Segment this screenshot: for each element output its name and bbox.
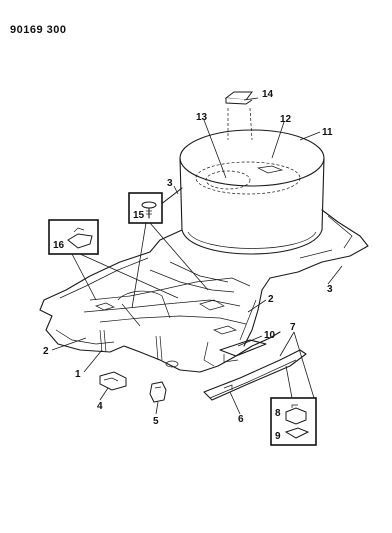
callout-1: 1 [75,369,81,380]
callout-6: 6 [238,414,244,425]
spare-tire-cover [179,107,325,255]
callout-2-left: 2 [43,346,49,357]
bracket-part-4 [99,371,127,391]
side-sill [203,349,307,401]
callout-13: 13 [196,112,208,123]
inset-box-16 [48,219,99,255]
callout-9: 9 [275,431,281,442]
callout-5: 5 [153,416,159,427]
callout-7: 7 [290,322,296,333]
callout-10: 10 [264,330,276,341]
inset-box-15 [128,192,163,224]
callout-4: 4 [97,401,103,412]
callout-labels: 14 12 13 11 3 3 2 2 1 4 5 6 7 10 15 16 8… [43,89,333,442]
bracket-part-5 [149,381,167,403]
clip-part-14 [224,91,253,105]
callout-12: 12 [280,114,292,125]
inset-box-8-9 [270,397,317,446]
callout-14: 14 [262,89,274,100]
callout-16: 16 [53,240,65,251]
callout-2-right: 2 [268,294,274,305]
leader-lines [51,97,343,415]
callout-15: 15 [133,210,145,221]
cross-member [219,339,267,363]
floor-pan [39,187,369,373]
callout-8: 8 [275,408,281,419]
callout-11: 11 [322,127,333,138]
callout-3-right: 3 [327,284,333,295]
drawing-code: 90169 300 [10,24,67,36]
callout-3-top: 3 [167,178,173,189]
